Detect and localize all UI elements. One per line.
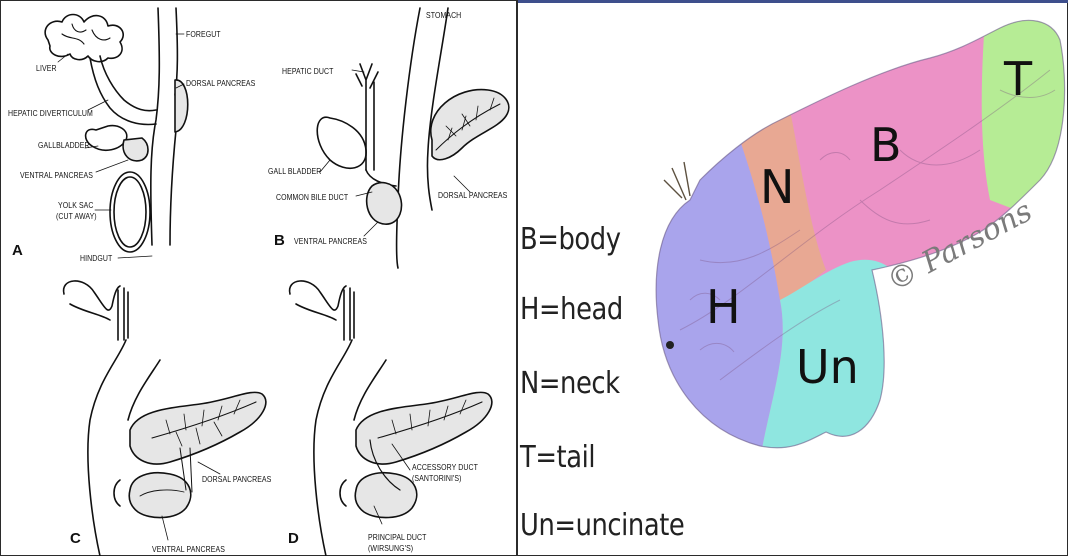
region-label-tail: T — [1004, 52, 1032, 106]
region-label-head: H — [706, 280, 741, 334]
legend-neck: N=neck — [520, 366, 620, 401]
legend-uncinate: Un=uncinate — [520, 508, 684, 543]
region-label-uncinate: Un — [796, 340, 859, 394]
region-label-neck: N — [760, 160, 794, 214]
legend-body: B=body — [520, 222, 621, 257]
region-label-body: B — [870, 118, 902, 172]
legend-head: H=head — [520, 292, 623, 327]
legend-tail: T=tail — [520, 440, 595, 475]
